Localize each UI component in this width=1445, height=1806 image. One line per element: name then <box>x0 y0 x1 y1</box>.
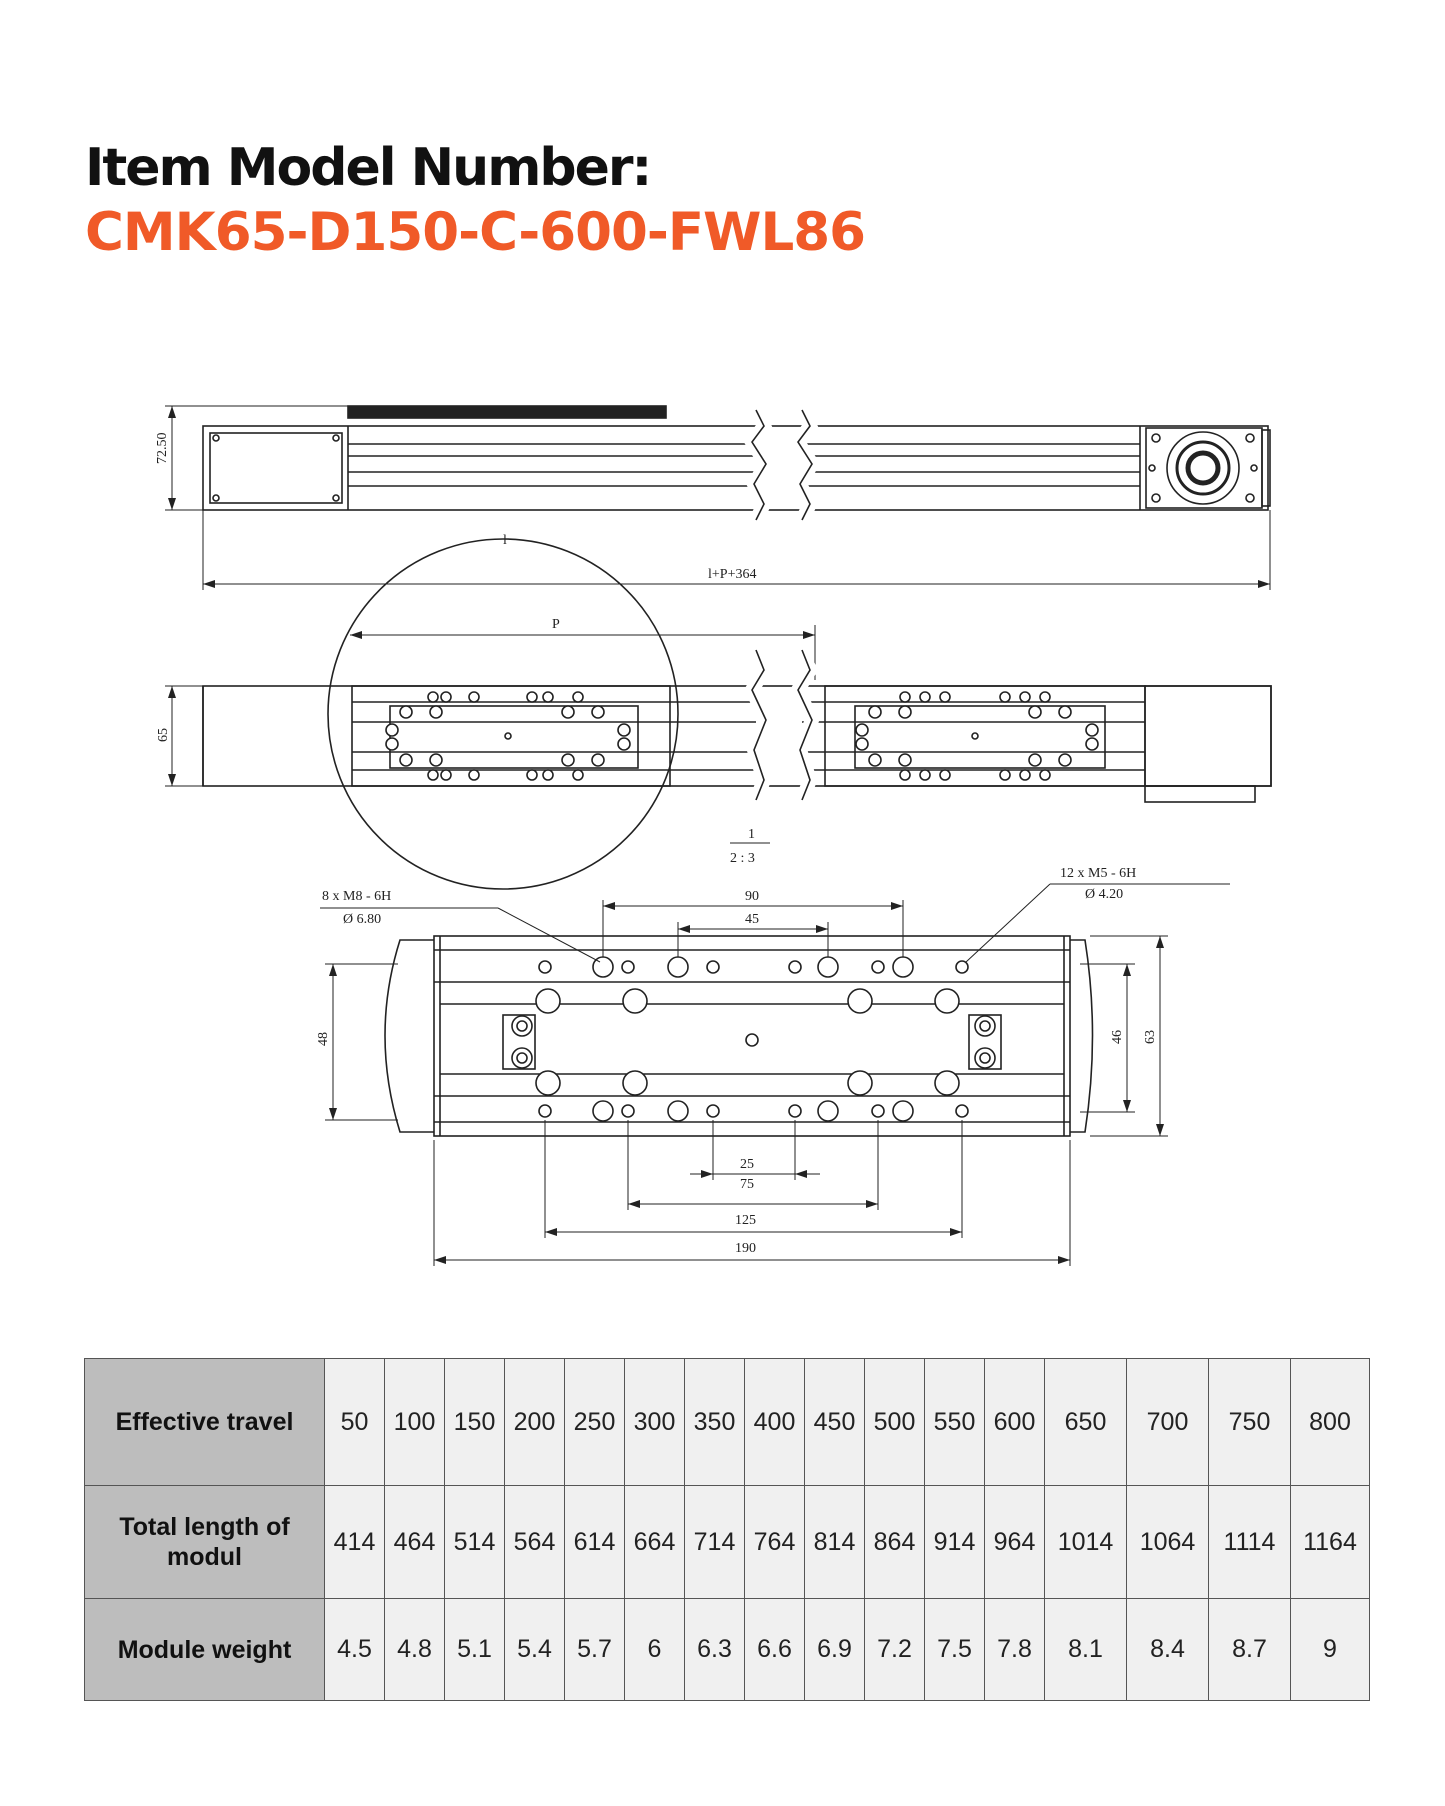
table-cell: 764 <box>744 1485 805 1599</box>
table-cell: 350 <box>684 1358 745 1486</box>
table-cell: 700 <box>1126 1358 1209 1486</box>
dim-25: 25 <box>740 1157 754 1172</box>
table-cell: 7.2 <box>864 1598 925 1701</box>
detail-view: 90 45 8 x M8 - 6H Ø 6.80 12 x M5 - 6H Ø … <box>316 866 1230 1266</box>
model-number: CMK65-D150-C-600-FWL86 <box>85 202 866 263</box>
table-cell: 914 <box>924 1485 985 1599</box>
width-dimension: 65 <box>156 728 171 742</box>
table-cell: 514 <box>444 1485 505 1599</box>
technical-drawing: 72.50 l l+P+364 P <box>0 380 1445 1280</box>
table-cell: 200 <box>504 1358 565 1486</box>
table-cell: 650 <box>1044 1358 1127 1486</box>
dim-45: 45 <box>745 912 759 927</box>
table-cell: 1064 <box>1126 1485 1209 1599</box>
table-cell: 7.8 <box>984 1598 1045 1701</box>
table-cell: 464 <box>384 1485 445 1599</box>
length-label-total: l+P+364 <box>708 567 756 582</box>
table-cell: 414 <box>324 1485 385 1599</box>
table-cell: 6.6 <box>744 1598 805 1701</box>
table-cell: 1164 <box>1290 1485 1370 1599</box>
table-cell: 864 <box>864 1485 925 1599</box>
top-view: P <box>156 538 1272 890</box>
m8-thread-label: 8 x M8 - 6H <box>322 889 391 904</box>
table-cell: 150 <box>444 1358 505 1486</box>
table-cell: 8.7 <box>1208 1598 1291 1701</box>
table-cell: 8.1 <box>1044 1598 1127 1701</box>
m8-diameter-label: Ø 6.80 <box>343 912 381 927</box>
table-row-total-length: Total length of modul 414 464 514 564 61… <box>84 1485 1370 1599</box>
table-cell: 250 <box>564 1358 625 1486</box>
row-label: Module weight <box>84 1598 325 1701</box>
table-cell: 550 <box>924 1358 985 1486</box>
table-cell: 9 <box>1290 1598 1370 1701</box>
table-cell: 814 <box>804 1485 865 1599</box>
table-cell: 5.1 <box>444 1598 505 1701</box>
table-cell: 964 <box>984 1485 1045 1599</box>
dim-75: 75 <box>740 1177 754 1192</box>
row-label: Effective travel <box>84 1358 325 1486</box>
table-cell: 6.9 <box>804 1598 865 1701</box>
m5-diameter-label: Ø 4.20 <box>1085 887 1123 902</box>
row-label: Total length of modul <box>84 1485 325 1599</box>
table-row-module-weight: Module weight 4.5 4.8 5.1 5.4 5.7 6 6.3 … <box>84 1598 1370 1701</box>
table-cell: 6 <box>624 1598 685 1701</box>
table-cell: 1014 <box>1044 1485 1127 1599</box>
table-cell: 600 <box>984 1358 1045 1486</box>
dim-48: 48 <box>316 1032 331 1046</box>
table-cell: 400 <box>744 1358 805 1486</box>
dim-46: 46 <box>1110 1030 1125 1044</box>
scale-numerator: 1 <box>748 827 755 842</box>
table-cell: 714 <box>684 1485 745 1599</box>
table-cell: 4.5 <box>324 1598 385 1701</box>
table-cell: 664 <box>624 1485 685 1599</box>
table-cell: 500 <box>864 1358 925 1486</box>
table-cell: 100 <box>384 1358 445 1486</box>
table-cell: 4.8 <box>384 1598 445 1701</box>
table-cell: 5.4 <box>504 1598 565 1701</box>
table-cell: 7.5 <box>924 1598 985 1701</box>
length-label-l: l <box>503 533 507 548</box>
pitch-label: P <box>552 617 560 632</box>
table-cell: 8.4 <box>1126 1598 1209 1701</box>
m5-thread-label: 12 x M5 - 6H <box>1060 866 1136 881</box>
table-cell: 50 <box>324 1358 385 1486</box>
dim-190: 190 <box>735 1241 756 1256</box>
dim-90: 90 <box>745 889 759 904</box>
height-dimension: 72.50 <box>155 433 170 465</box>
dim-63: 63 <box>1143 1030 1158 1044</box>
table-cell: 564 <box>504 1485 565 1599</box>
spec-table: Effective travel 50 100 150 200 250 300 … <box>84 1358 1370 1701</box>
table-cell: 750 <box>1208 1358 1291 1486</box>
side-view: 72.50 l l+P+364 <box>155 405 1271 590</box>
table-cell: 5.7 <box>564 1598 625 1701</box>
table-cell: 800 <box>1290 1358 1370 1486</box>
dim-125: 125 <box>735 1213 756 1228</box>
table-cell: 450 <box>804 1358 865 1486</box>
table-cell: 1114 <box>1208 1485 1291 1599</box>
table-cell: 6.3 <box>684 1598 745 1701</box>
table-cell: 300 <box>624 1358 685 1486</box>
table-cell: 614 <box>564 1485 625 1599</box>
scale-denominator: 2 : 3 <box>730 851 755 866</box>
heading: Item Model Number: <box>85 138 652 198</box>
table-row-effective-travel: Effective travel 50 100 150 200 250 300 … <box>84 1358 1370 1486</box>
drawing-svg: 72.50 l l+P+364 P <box>155 405 1272 1266</box>
